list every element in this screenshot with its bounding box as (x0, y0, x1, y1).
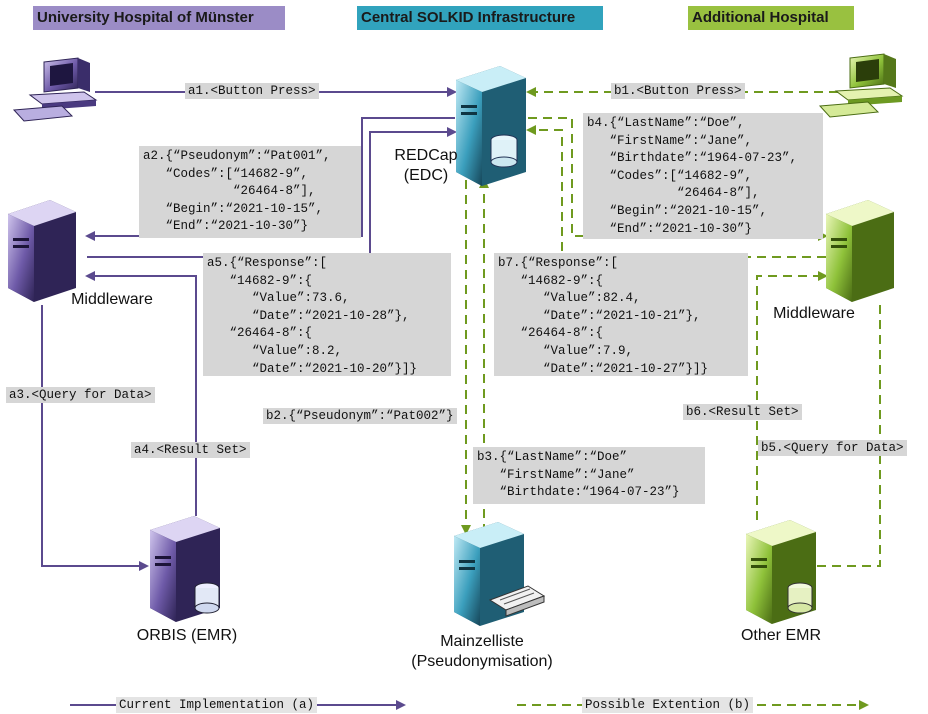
orbis-label: ORBIS (EMR) (136, 627, 238, 644)
other-emr-server-icon (746, 520, 816, 624)
other-emr-label: Other EMR (740, 627, 821, 644)
flow-b5-label: b5.<Query for Data> (758, 440, 907, 456)
flow-a1-label: a1.<Button Press> (185, 83, 319, 99)
middleware-right-label: Middleware (773, 305, 855, 322)
flow-a4-line (85, 271, 197, 516)
redcap-label: REDCap (EDC) (394, 147, 458, 184)
middleware-left-server-icon (8, 200, 76, 302)
redcap-server-icon (456, 66, 526, 186)
flow-b1-label: b1.<Button Press> (611, 83, 745, 99)
flow-a5-payload: a5.{“Response”:[ “14682-9”:{ “Value”:73.… (203, 253, 451, 376)
flow-a2-payload: a2.{“Pseudonym”:“Pat001”, “Codes”:[“1468… (139, 146, 361, 238)
flow-a3-line (41, 305, 149, 571)
flow-a2-line-b (369, 127, 457, 257)
header-additional-hospital: Additional Hospital (688, 6, 854, 30)
middleware-right-server-icon (826, 200, 894, 302)
header-university-hospital: University Hospital of Münster (33, 6, 285, 30)
flow-b7-payload: b7.{“Response”:[ “14682-9”:{ “Value”:82.… (494, 253, 748, 376)
computer-icon-left (12, 57, 98, 122)
flow-b6-label: b6.<Result Set> (683, 404, 802, 420)
mainzelliste-server-icon (454, 522, 546, 626)
flow-a3-label: a3.<Query for Data> (6, 387, 155, 403)
flow-b6-line (756, 271, 828, 520)
flow-a4-label: a4.<Result Set> (131, 442, 250, 458)
header-central-infrastructure: Central SOLKID Infrastructure (357, 6, 603, 30)
flow-b2-label: b2.{“Pseudonym”:“Pat002”} (263, 408, 457, 424)
legend-current-label: Current Implementation (a) (116, 697, 318, 713)
legend-extension-label: Possible Extention (b) (582, 697, 754, 713)
middleware-left-label: Middleware (71, 291, 153, 308)
flow-b4-payload: b4.{“LastName”:“Doe”, “FirstName”:“Jane”… (583, 113, 823, 239)
orbis-server-icon (150, 516, 220, 622)
flow-b7-line (526, 125, 826, 258)
mainzelliste-label: Mainzelliste (Pseudonymisation) (411, 633, 553, 670)
computer-icon-right (818, 53, 904, 118)
flow-b3-payload: b3.{“LastName”:“Doe” “FirstName”:“Jane” … (473, 447, 705, 504)
flow-b5-line (793, 305, 881, 571)
